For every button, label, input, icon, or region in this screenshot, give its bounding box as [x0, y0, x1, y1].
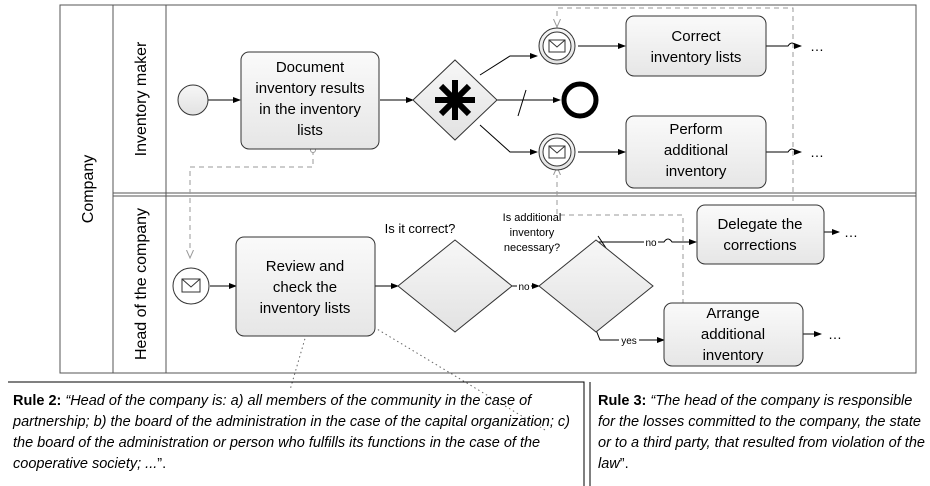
- task-arrange-box: [663, 302, 804, 367]
- task-document-line-1: Document: [276, 59, 345, 76]
- task-perform-line-2: additional: [664, 142, 728, 159]
- rule-2-text: “Head of the company is: a) all members …: [13, 393, 570, 472]
- task-arrange-line-1: Arrange: [706, 305, 759, 322]
- continuation-arrange: …: [828, 326, 842, 342]
- task-document-line-2: inventory results: [255, 80, 364, 97]
- task-arrange-line-3: inventory: [703, 347, 764, 364]
- task-document-line-3: in the inventory: [259, 101, 361, 118]
- task-perform-box: [625, 115, 767, 189]
- task-delegate-line-1: Delegate the: [717, 216, 802, 233]
- task-perform-line-1: Perform: [669, 121, 722, 138]
- message-flows: [190, 7, 794, 313]
- continuation-perform: …: [810, 144, 824, 160]
- gateway-label-additional-2: inventory: [510, 227, 555, 239]
- task-review-line-1: Review and: [266, 258, 344, 275]
- flow-label-no-2: no: [645, 238, 657, 249]
- sequence-flows: [208, 42, 840, 343]
- rule-2-end: ”.: [157, 456, 167, 472]
- message-catch-event-bottom: [538, 133, 576, 171]
- task-review-box: [235, 236, 376, 337]
- gateway-is-it-correct: [397, 239, 513, 333]
- complex-gateway: [412, 59, 498, 141]
- rule-box-borders: [8, 381, 591, 486]
- task-arrange-line-2: additional: [701, 326, 765, 343]
- task-document-box: [240, 51, 380, 150]
- continuation-delegate: …: [844, 224, 858, 240]
- continuation-correct: …: [810, 38, 824, 54]
- start-event: [177, 84, 209, 116]
- message-start-event-head: [172, 267, 210, 305]
- task-review-line-2: check the: [273, 279, 337, 296]
- gateway-additional-inventory: [538, 239, 654, 333]
- rule-3-text: “The head of the company is responsible …: [598, 393, 925, 472]
- rule-3-title: Rule 3:: [598, 393, 647, 409]
- task-delegate-line-2: corrections: [723, 237, 796, 254]
- gateway-label-additional-1: Is additional: [503, 212, 562, 224]
- flow-label-no-1: no: [518, 282, 530, 293]
- message-catch-event-top: [538, 27, 576, 65]
- pool-label: Company: [80, 155, 97, 223]
- task-correct-line-1: Correct: [671, 28, 721, 45]
- task-review-line-3: inventory lists: [260, 300, 351, 317]
- task-delegate-box: [696, 204, 825, 265]
- rule-3-annotation: Rule 3: “The head of the company is resp…: [598, 391, 928, 475]
- lane-label-inventory-maker: Inventory maker: [133, 41, 150, 156]
- gateway-label-is-it-correct: Is it correct?: [385, 221, 456, 236]
- task-perform-line-3: inventory: [666, 163, 727, 180]
- end-event: [561, 81, 599, 119]
- task-correct-line-2: inventory lists: [651, 49, 742, 66]
- flow-label-yes: yes: [621, 336, 637, 347]
- lane-label-head-of-company: Head of the company: [133, 208, 150, 360]
- task-document-line-4: lists: [297, 122, 323, 139]
- gateway-label-additional-3: necessary?: [504, 242, 560, 254]
- task-correct-box: [625, 15, 767, 77]
- rule-2-annotation: Rule 2: “Head of the company is: a) all …: [13, 391, 583, 475]
- rule-2-title: Rule 2:: [13, 393, 62, 409]
- rule-3-end: ”.: [619, 456, 629, 472]
